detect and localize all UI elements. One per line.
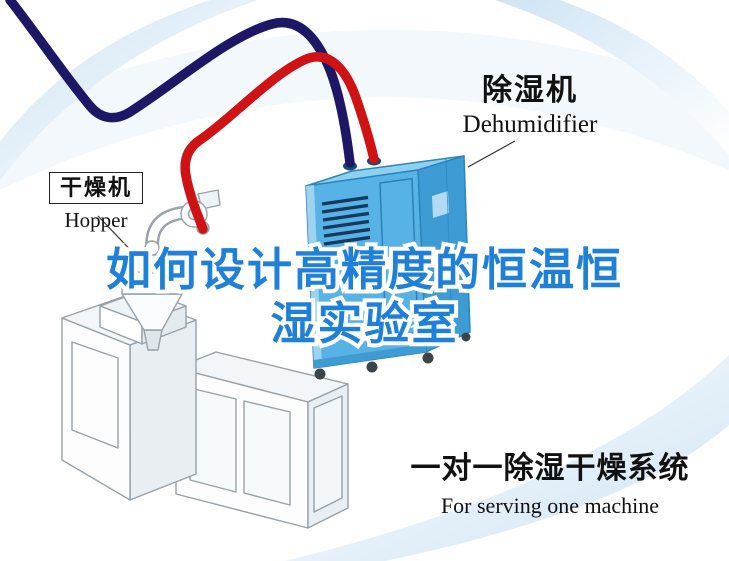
system-label-cn: 一对一除湿干燥系统	[410, 452, 690, 485]
title-line-1-text: 如何设计高精度的恒温恒	[105, 244, 623, 295]
page-title: 如何设计高精度的恒温恒 如何设计高精度的恒温恒 湿实验室 湿实验室	[0, 233, 729, 353]
dehumidifier-door	[379, 177, 419, 338]
hopper-label-cn: 干燥机	[48, 172, 143, 204]
side-seam	[445, 157, 453, 333]
extruder-panel	[243, 400, 291, 506]
door-handle	[407, 250, 411, 261]
dehumidifier-leader-line	[467, 140, 516, 168]
dehumidifier-label-cn: 除湿机	[482, 74, 578, 107]
side-panel-sticker	[432, 191, 449, 218]
extruder-panel	[313, 395, 343, 513]
dehumidifier-machine	[305, 155, 471, 380]
system-label-en: For serving one machine	[440, 493, 660, 518]
swoosh-top-right-inner	[560, 0, 729, 112]
title-line-1-outline: 如何设计高精度的恒温恒	[102, 240, 625, 299]
extruder-door	[71, 341, 119, 449]
title-line-2: 湿实验室 湿实验室	[0, 287, 729, 353]
caster-wheels	[314, 332, 471, 380]
navy-air-pipe	[5, 0, 355, 168]
swoosh-bottom-right-inner	[385, 425, 729, 561]
leader-lines	[97, 140, 516, 261]
front-edge-highlight	[306, 185, 322, 368]
hopper-leader-line	[97, 215, 141, 261]
hopper-label: 干燥机 Hopper	[36, 172, 156, 233]
vent-grille	[321, 195, 371, 246]
dehumidifier-label: 除湿机 Dehumidifier	[430, 74, 630, 140]
hopper-label-en: Hopper	[64, 208, 128, 232]
lid-cap	[144, 240, 160, 256]
air-pipes	[5, 0, 379, 234]
extruder-machine	[61, 289, 349, 529]
system-label: 一对一除湿干燥系统 For serving one machine	[398, 450, 702, 520]
title-line-2-text: 湿实验室	[270, 298, 459, 349]
red-air-pipe	[180, 52, 379, 234]
dehumidifier-base-strip	[314, 344, 426, 368]
swoosh-top-left-inner	[0, 0, 210, 142]
dehumidifier-label-en: Dehumidifier	[462, 111, 598, 138]
title-line-2-outline: 湿实验室	[266, 294, 460, 353]
title-line-1: 如何设计高精度的恒温恒 如何设计高精度的恒温恒	[0, 233, 729, 299]
extruder-panel	[189, 387, 237, 493]
